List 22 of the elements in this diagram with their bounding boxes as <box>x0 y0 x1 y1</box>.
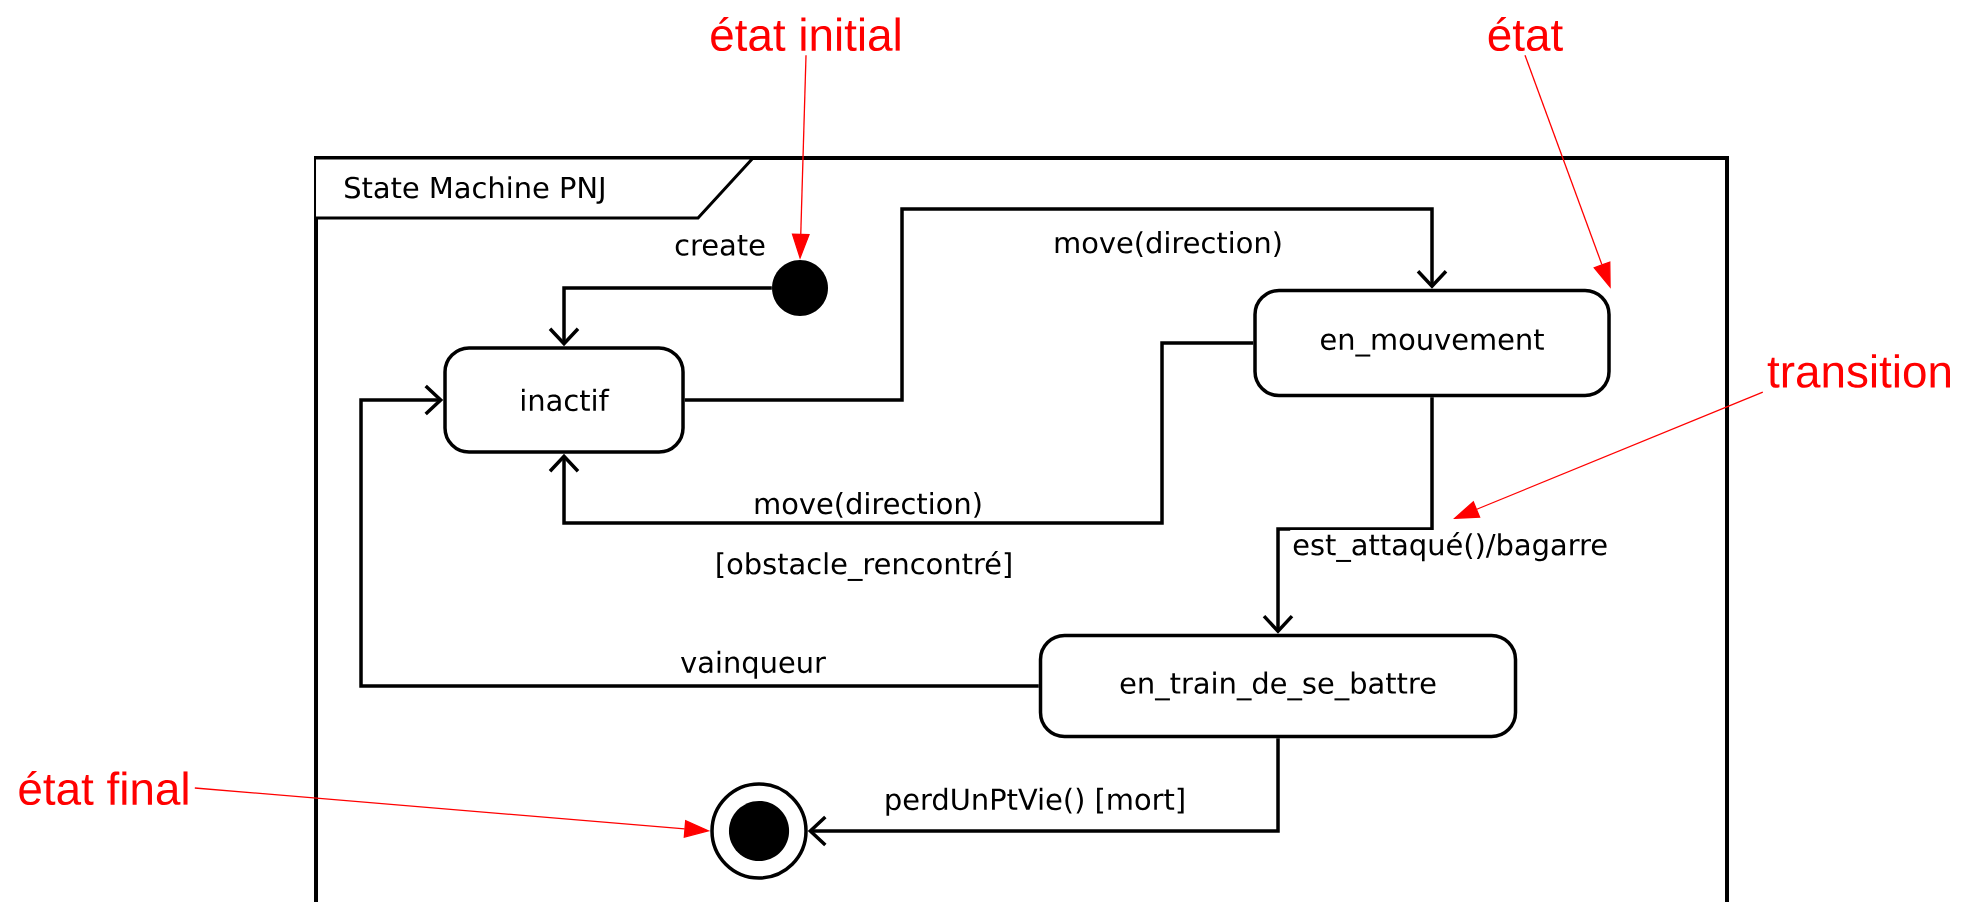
transition-arrow <box>807 738 1280 847</box>
state-box: en_train_de_se_battre <box>1038 633 1518 739</box>
annotation-text: transition <box>1767 354 1950 388</box>
final-state-symbol <box>710 782 808 880</box>
edge-label: est_attaqué()/bagarre <box>1290 530 1611 564</box>
guard-label: [obstacle_rencontré] <box>717 551 1011 581</box>
transition-arrow <box>359 384 1039 688</box>
annotation-text: état <box>1488 16 1563 52</box>
transition-arrow <box>548 341 1254 525</box>
transition-arrow <box>548 286 772 347</box>
annotation-text: état initial <box>711 16 900 52</box>
state-box: en_mouvement <box>1253 288 1611 398</box>
initial-state-dot <box>772 260 828 316</box>
annotation-text: état final <box>19 770 188 806</box>
transition-arrow <box>1262 397 1434 634</box>
edge-label: move(direction) <box>1051 229 1285 259</box>
edge-label: create <box>672 233 768 258</box>
edge-label: move(direction) <box>751 490 985 520</box>
state-box: inactif <box>443 346 685 454</box>
transition-arrow <box>684 207 1448 402</box>
edge-label: vainqueur <box>678 648 828 681</box>
edge-label: perdUnPtVie() [mort] <box>881 785 1189 818</box>
